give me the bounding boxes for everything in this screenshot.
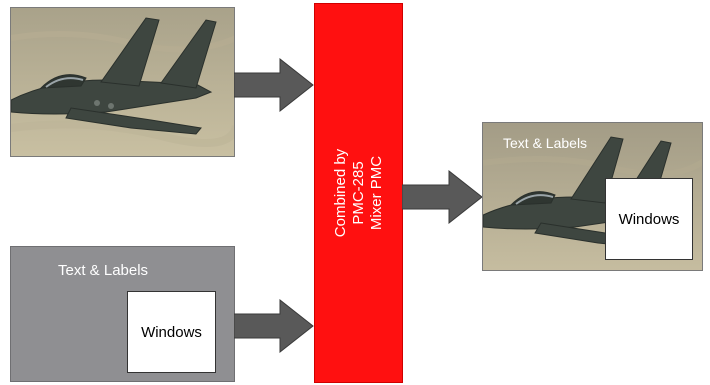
mixer-label-line-1: Combined by (331, 148, 349, 238)
mixer-label-line-3: Mixer PMC (367, 155, 385, 231)
arrow-graphics-to-mixer (234, 299, 314, 353)
mixer-label-line-2: PMC-285 (349, 161, 367, 225)
graphics-source-title: Text & Labels (58, 262, 149, 279)
graphics-source-window: Windows (127, 291, 216, 373)
output-overlay-title: Text & Labels (503, 135, 588, 151)
arrow-photo-to-mixer (234, 58, 314, 112)
output-overlay-window: Windows (605, 178, 693, 260)
output-overlay-window-label: Windows (618, 210, 680, 228)
mixer-block: Combined by PMC-285 Mixer PMC (314, 3, 403, 383)
mixer-label: Combined by PMC-285 Mixer PMC (332, 149, 386, 237)
graphics-source-window-label: Windows (141, 323, 202, 341)
arrow-mixer-to-output (402, 170, 483, 224)
source-jet-image (10, 7, 235, 157)
